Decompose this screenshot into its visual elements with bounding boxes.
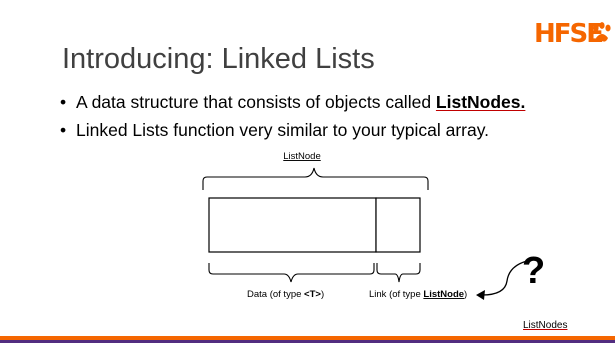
footer-bar-orange: [0, 336, 615, 340]
node-link-cell: [375, 197, 421, 253]
paw-icon: [593, 22, 611, 42]
footer-bar-purple: [0, 340, 615, 343]
diagram-top-label: ListNode: [283, 151, 321, 162]
bullet-text: A data structure that consists of object…: [76, 92, 436, 112]
link-brace: [376, 263, 421, 283]
question-mark: ?: [522, 250, 545, 292]
data-brace: [208, 263, 375, 283]
bullet-text: Linked Lists function very similar to yo…: [76, 120, 490, 140]
curved-arrow: [481, 260, 528, 296]
top-brace: [202, 167, 429, 190]
node-data-cell: [208, 197, 377, 253]
link-type-label: Link (of type ListNode): [369, 289, 467, 300]
link-label-prefix: Link (of type: [369, 289, 423, 300]
bullet-item: Linked Lists function very similar to yo…: [60, 116, 525, 144]
bullet-list: A data structure that consists of object…: [60, 88, 525, 144]
footer-label: ListNodes: [523, 320, 568, 331]
logo: HFSE: [534, 20, 612, 48]
link-label-suffix: ): [464, 289, 467, 300]
data-label-suffix: ): [321, 289, 324, 300]
slide-title: Introducing: Linked Lists: [62, 43, 375, 75]
link-label-type: ListNode: [423, 289, 464, 300]
bullet-item: A data structure that consists of object…: [60, 88, 525, 116]
data-label-type: <T>: [304, 289, 321, 300]
logo-text: HFSE: [534, 19, 604, 49]
bullet-keyword: ListNodes.: [435, 92, 526, 112]
data-type-label: Data (of type <T>): [247, 289, 324, 300]
data-label-prefix: Data (of type: [247, 289, 304, 300]
arrow-head-icon: [476, 290, 485, 300]
